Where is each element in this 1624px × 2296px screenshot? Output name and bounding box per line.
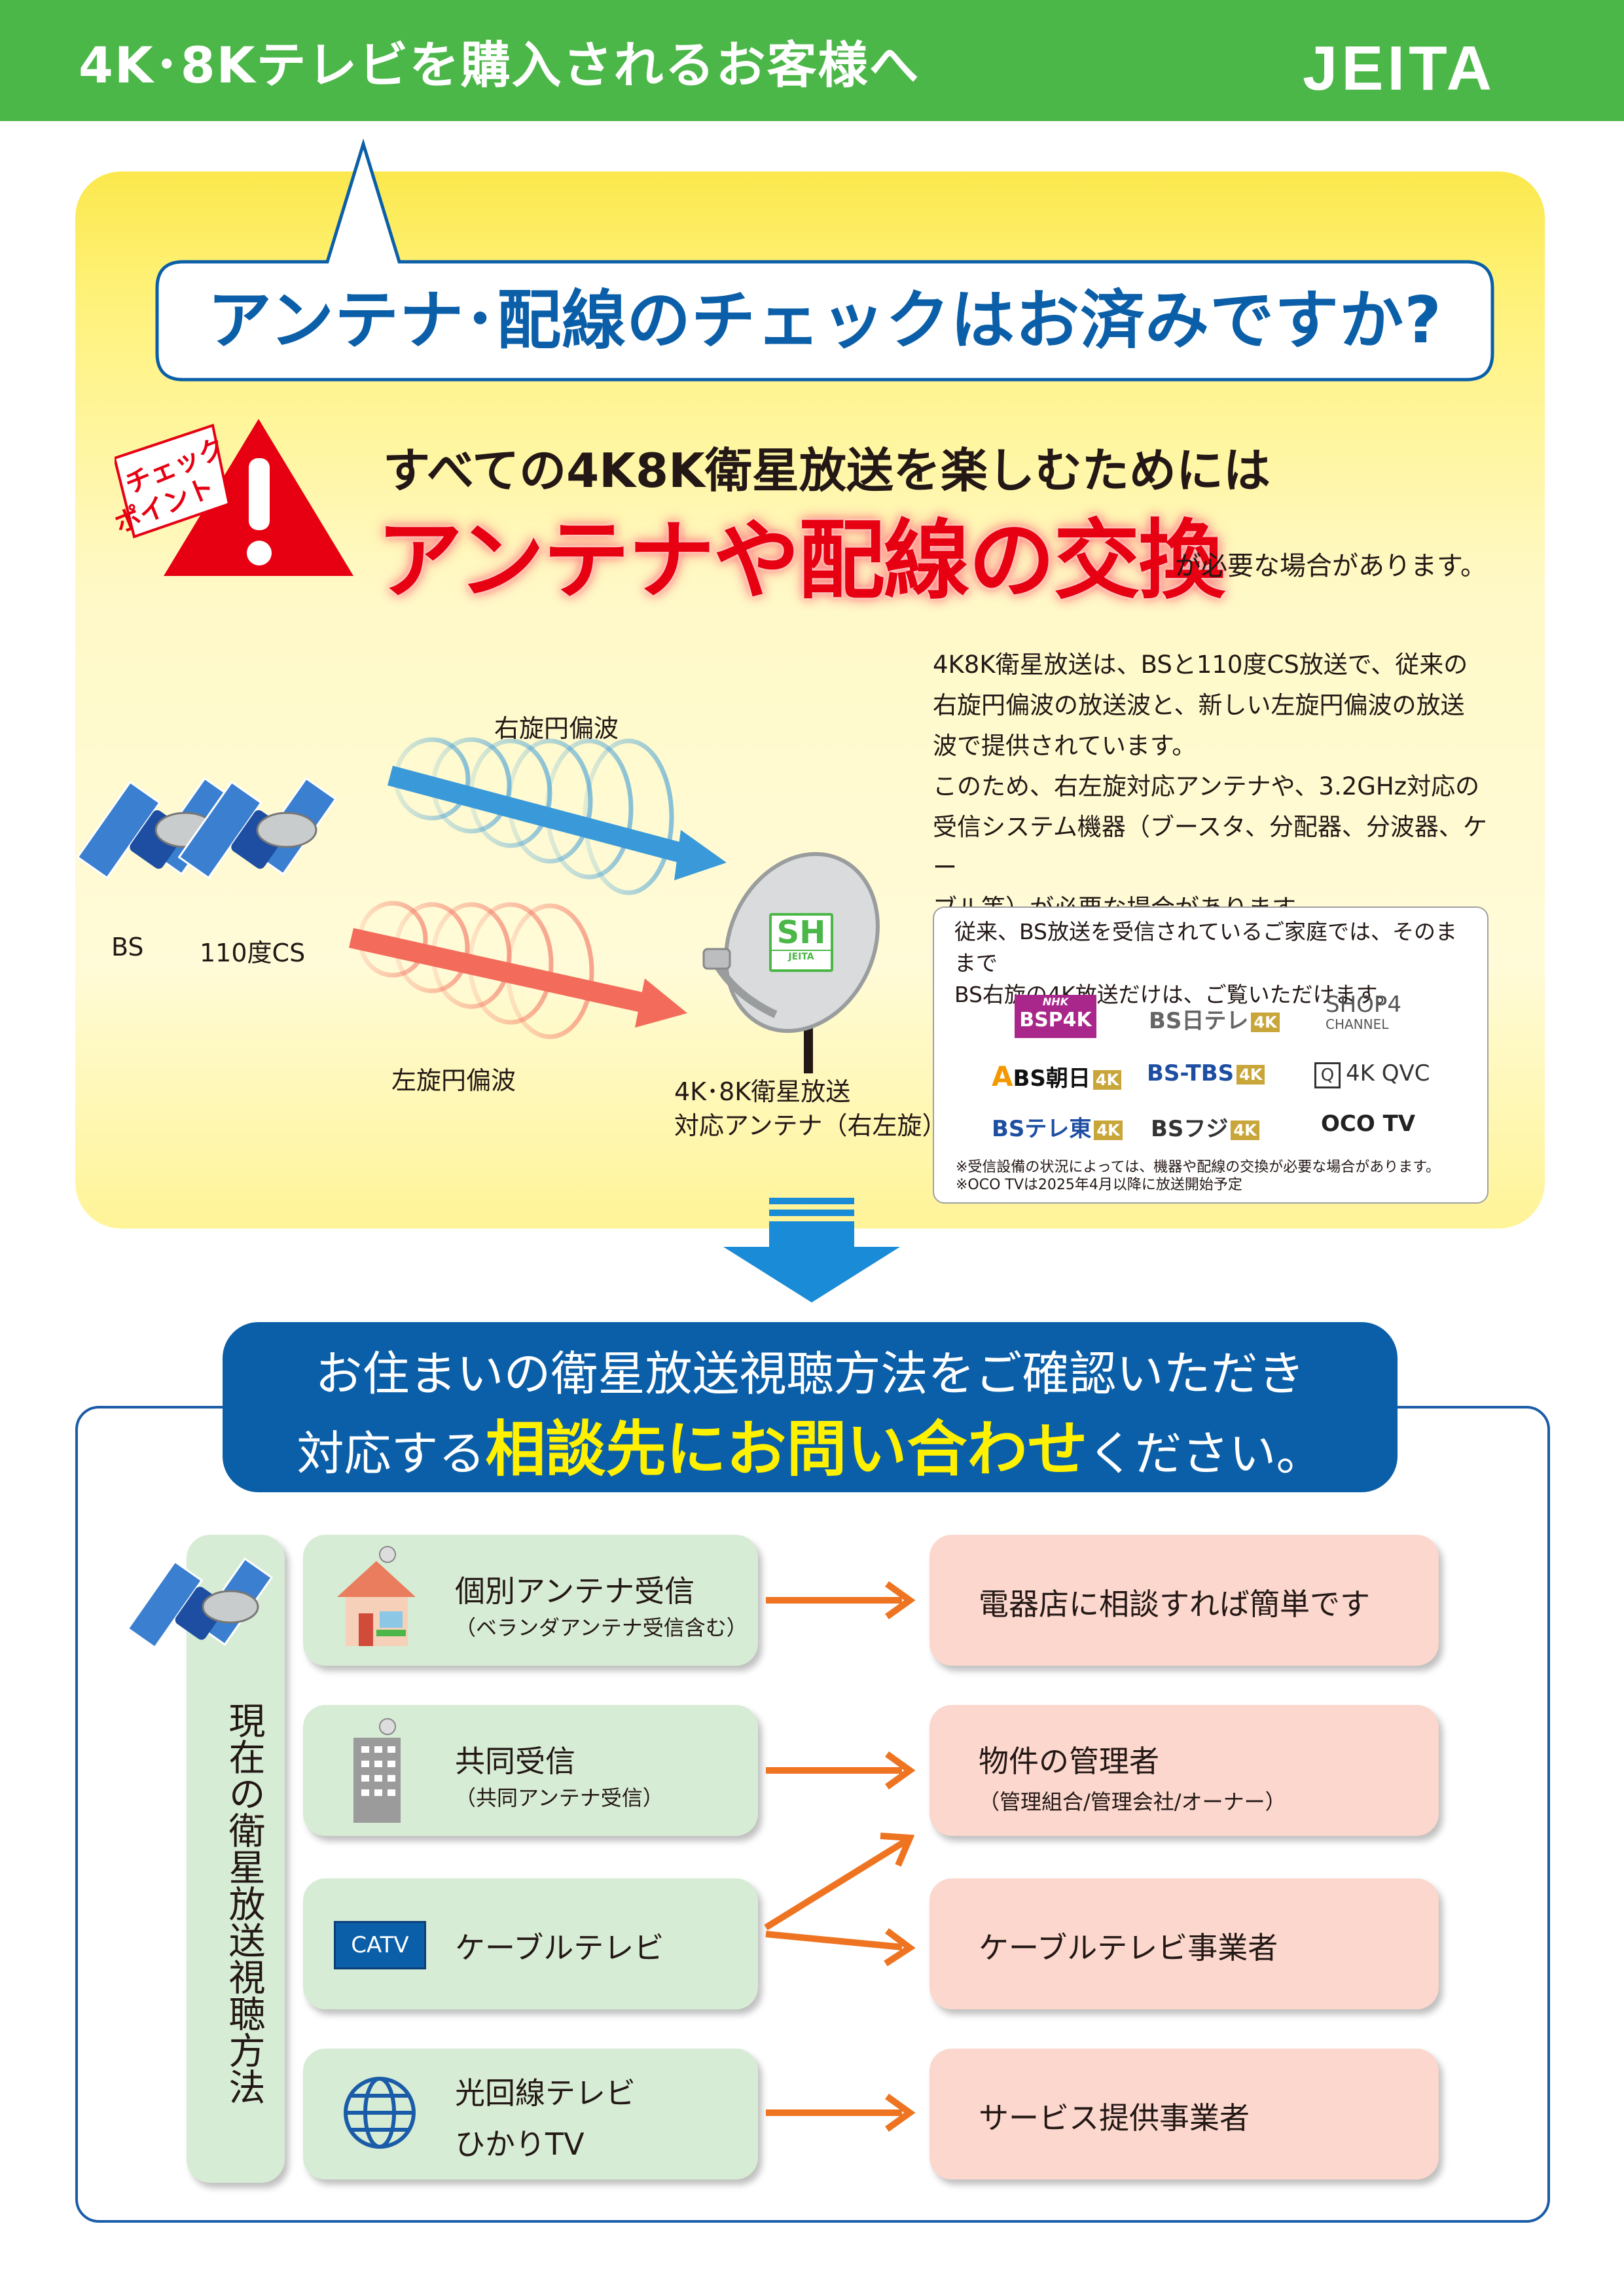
shop-sub-text: CHANNEL xyxy=(1326,1016,1389,1032)
left-wave-label: 左旋円偏波 xyxy=(391,1066,516,1095)
method-column-label: 現在の衛星放送視聴方法 xyxy=(223,1702,265,2105)
right-wave-label: 右旋円偏波 xyxy=(494,714,619,743)
header-bar xyxy=(0,0,1624,121)
method-subtitle: （共同アンテナ受信） xyxy=(455,1785,664,1810)
4k-badge: 4K xyxy=(1092,1069,1122,1090)
satellite-icon xyxy=(126,1557,274,1649)
banner-highlight: 相談先にお問い合わせ xyxy=(485,1414,1088,1484)
consult-banner xyxy=(223,1322,1398,1492)
shop-text: SHOP4 xyxy=(1326,992,1402,1018)
sh-mark-text: SH xyxy=(776,914,826,951)
target-title: 物件の管理者 xyxy=(979,1744,1159,1779)
bs-tbs-text: BS-TBS xyxy=(1147,1060,1235,1086)
4k-badge: 4K xyxy=(1231,1120,1259,1140)
nhk-label: NHK xyxy=(1042,996,1069,1008)
globe-icon xyxy=(344,2077,416,2149)
sh-mark-logo: SH JEITA xyxy=(769,913,833,972)
description-line: 波で提供されています。 xyxy=(933,732,1197,760)
antenna-label: 4K･8K衛星放送 対応アンテナ（右左旋） xyxy=(674,1075,947,1143)
warning-icon xyxy=(115,419,353,576)
sh-mark-sub: JEITA xyxy=(772,950,831,963)
asahi-mark: A xyxy=(992,1060,1013,1092)
method-title: ケーブルテレビ xyxy=(455,1930,664,1965)
oco-tv-logo: OCO TV xyxy=(1321,1111,1416,1137)
4k-badge: 4K xyxy=(1094,1120,1123,1140)
target-title: ケーブルテレビ事業者 xyxy=(979,1930,1278,1965)
channel-note: ※OCO TVは2025年4月以降に放送開始予定 xyxy=(956,1177,1242,1193)
method-title: 共同受信 xyxy=(455,1744,575,1779)
banner-pre: 対応する xyxy=(297,1426,486,1481)
arrow-icons xyxy=(764,1581,916,2132)
qvc-text: 4K QVC xyxy=(1346,1060,1430,1086)
bs-ntv-text: BS日テレ xyxy=(1149,1008,1249,1034)
apartment-building-icon xyxy=(353,1718,401,1823)
description-line: 4K8K衛星放送は、BSと110度CS放送で、従来の xyxy=(933,651,1468,679)
method-column xyxy=(187,1535,285,2183)
4k-badge: 4K xyxy=(1251,1012,1280,1032)
bs-tvtokyo-text: BSテレ東 xyxy=(992,1116,1092,1142)
house-icon xyxy=(337,1546,416,1646)
antenna-label-line: 対応アンテナ（右左旋） xyxy=(674,1111,947,1140)
banner-line-1: お住まいの衛星放送視聴方法をご確認いただき xyxy=(315,1346,1305,1401)
banner-post: ください。 xyxy=(1087,1426,1324,1481)
target-card-store xyxy=(929,1535,1439,1666)
channel-box xyxy=(933,906,1489,1204)
description-line: 右旋円偏波の放送波と、新しい左旋円偏波の放送 xyxy=(933,691,1465,719)
bs-label: BS xyxy=(111,933,144,961)
target-card-manager xyxy=(929,1705,1439,1836)
target-card-service-provider xyxy=(929,2049,1439,2179)
bs-asahi-text: BS朝日 xyxy=(1013,1066,1091,1092)
headline-suffix: が必要な場合があります。 xyxy=(1175,551,1487,581)
header-title: 4K･8Kテレビを購入されるお客様へ xyxy=(79,36,920,94)
description-line: 受信システム機器（ブースタ、分配器、分波器、ケー xyxy=(933,813,1487,882)
channel-note: ※受信設備の状況によっては、機器や配線の交換が必要な場合があります。 xyxy=(956,1159,1441,1175)
lead-text: すべての4K8K衛星放送を楽しむためには xyxy=(383,443,1271,498)
target-title: サービス提供事業者 xyxy=(979,2100,1250,2136)
banner-line-2: 対応する相談先にお問い合わせください。 xyxy=(223,1401,1398,1488)
jeita-logo: JEITA xyxy=(1303,33,1496,103)
headline: アンテナや配線の交換 xyxy=(376,511,1225,611)
method-subtitle: （ベランダアンテナ受信含む） xyxy=(455,1615,748,1640)
channel-intro-line: 従来、BS放送を受信されているご家庭では、そのままで xyxy=(954,919,1458,976)
satellite-cs-icon xyxy=(177,777,337,880)
speech-bubble xyxy=(155,138,1494,382)
channel-intro: 従来、BS放送を受信されているご家庭では、そのままで BS右旋の4K放送だけは、… xyxy=(954,916,1478,1011)
target-title: 電器店に相談すれば簡単です xyxy=(979,1587,1370,1622)
polarization-diagram xyxy=(77,737,880,1073)
4k-badge: 4K xyxy=(1236,1064,1265,1085)
method-title: 個別アンテナ受信 xyxy=(455,1573,695,1609)
bsp4k-label: BSP4K xyxy=(1019,1009,1092,1031)
nhk-bsp4k-logo: NHK BSP4K xyxy=(1015,995,1096,1038)
method-title-2: ひかりTV xyxy=(455,2126,585,2162)
target-card-cable-operator xyxy=(929,1878,1439,2009)
description: 4K8K衛星放送は、BSと110度CS放送で、従来の 右旋円偏波の放送波と、新し… xyxy=(933,645,1509,929)
antenna-label-line: 4K･8K衛星放送 xyxy=(674,1077,851,1106)
down-arrow-icon xyxy=(723,1198,900,1302)
qvc-mark: Q xyxy=(1314,1062,1341,1088)
description-line: このため、右左旋対応アンテナや、3.2GHz対応の xyxy=(933,772,1480,800)
bubble-title: アンテナ･配線のチェックはお済みですか? xyxy=(208,283,1442,358)
method-title: 光回線テレビ xyxy=(455,2075,636,2111)
catv-badge: CATV xyxy=(334,1921,426,1969)
cs-label: 110度CS xyxy=(200,939,306,967)
target-subtitle: （管理組合/管理会社/オーナー） xyxy=(979,1789,1286,1814)
bs-fuji-text: BSフジ xyxy=(1151,1116,1229,1142)
